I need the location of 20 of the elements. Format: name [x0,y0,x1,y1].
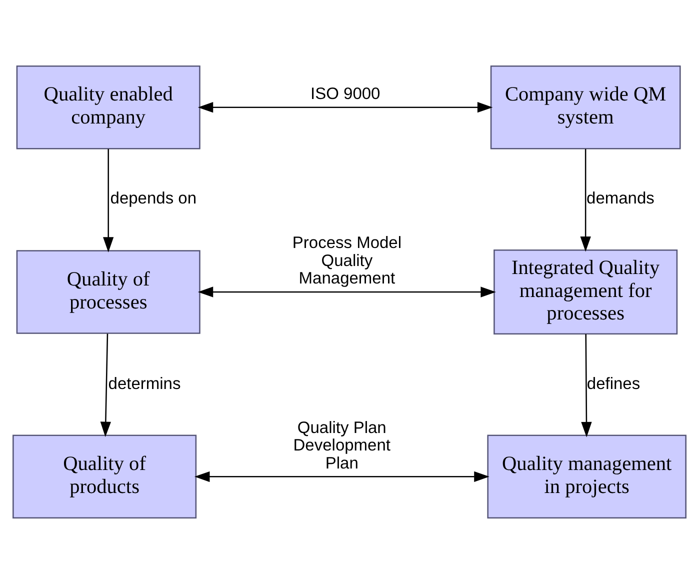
arrow [581,334,592,437]
node-box: Integrated Quality management for processes [494,248,678,334]
edge-label: defines [586,374,640,392]
node-box: Quality enabled company [16,64,200,149]
node-box: Company wide QM system [490,64,681,149]
edge-label: ISO 9000 [310,84,380,102]
arrow [103,148,114,252]
edge-label: Quality Plan Development Plan [293,418,390,472]
arrow [198,286,496,297]
edge-label: determins [108,374,181,392]
node-box: Quality of products [12,434,197,518]
arrow [198,102,493,112]
arrow [100,333,111,437]
node-box: Quality management in projects [487,434,686,518]
edge-label: Process Model Quality Management [292,234,402,288]
edge-label: depends on [110,189,197,208]
edge-label: demands [586,189,654,208]
node-box: Quality of processes [16,250,200,334]
arrow [580,148,591,252]
arrow [194,470,490,482]
